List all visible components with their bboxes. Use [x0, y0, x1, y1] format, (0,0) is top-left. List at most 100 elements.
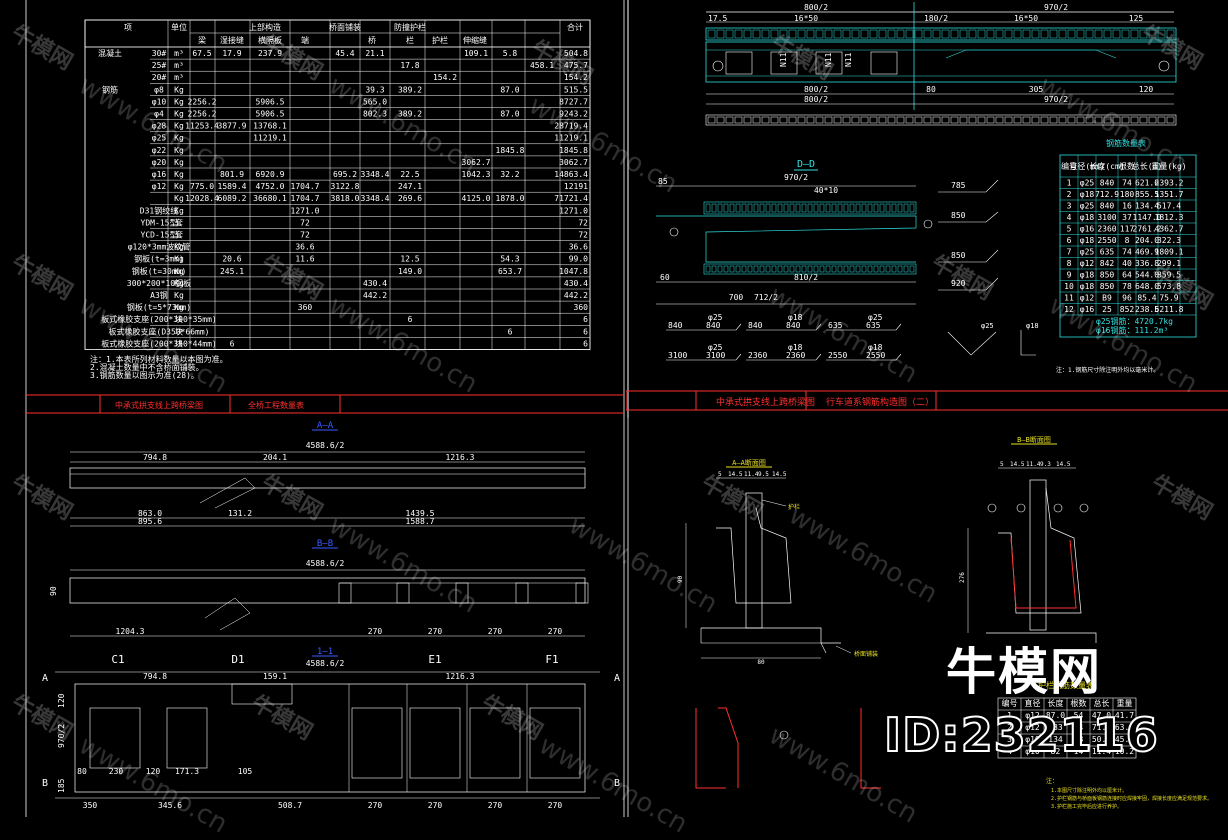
qt-cell: 36680.1 [253, 194, 287, 203]
br-left-title: A—A断面图 [732, 458, 766, 467]
rebar-dia: φ25 [868, 313, 883, 322]
rebar-mark [849, 203, 855, 213]
rebar-table-cell: φ12 [1080, 259, 1095, 268]
cc-top-3: F1 [545, 653, 558, 666]
rebar-mark [1022, 29, 1031, 39]
qt-row-unit: Kg [174, 110, 184, 119]
rebar-len: 840 [748, 321, 763, 330]
rebar-mark [1130, 116, 1139, 124]
rebar-mark [959, 116, 968, 124]
side-rebar-2: 850 [951, 251, 966, 260]
dim-bottom-3: 305 [1029, 85, 1044, 94]
br-table-cell: φ12 [1025, 711, 1040, 720]
qt-row-unit: Kg [174, 206, 184, 215]
cc-side-dim-2: 185 [57, 778, 66, 793]
rebar-table-title: 钢筋数量表 [1106, 138, 1146, 148]
rebar-mark [891, 203, 897, 213]
qt-header-sub: 梁 [198, 36, 206, 45]
rebar-mark [1058, 29, 1067, 39]
rebar-detail-drawing: 800/2 970/2 17.5 16*50 180/2 16*50 125 N… [626, 0, 1228, 418]
rebar-mark [950, 116, 959, 124]
qt-cell: 475.7 [564, 61, 588, 70]
cc-mid-0: 230 [109, 767, 124, 776]
aa-bottom-4: 1588.7 [406, 517, 435, 526]
qt-row-unit: m³ [174, 49, 184, 58]
cc-mid-1: 120 [146, 767, 161, 776]
qt-cell: 71721.4 [554, 194, 588, 203]
cc-top-1: D1 [231, 653, 244, 666]
br-table-cell: 41.7 [1115, 711, 1134, 720]
rebar-mark [950, 29, 959, 39]
br-table-header: 编号 [1002, 698, 1018, 708]
qt-cell: 5.8 [503, 49, 518, 58]
rebar-table-cell: 134.4 [1135, 202, 1159, 211]
qt-row-group: 混凝土 [98, 48, 122, 58]
rebar-mark [807, 203, 813, 213]
qt-row-unit: Kg [174, 134, 184, 143]
qt-cell: 3818.0 [331, 194, 360, 203]
aa-dim: 4588.6/2 [306, 441, 345, 450]
rebar-mark [801, 203, 807, 213]
br-table-cell: 71.8 [1092, 723, 1111, 732]
br-left-dim-0: 5 [718, 471, 722, 478]
rebar-table-cell: 1812.3 [1155, 213, 1184, 222]
side-rebar-0: 785 [951, 181, 966, 190]
rebar-table-cell: 117 [1120, 225, 1135, 234]
rebar-table-cell: 1809.1 [1155, 248, 1184, 257]
rebar-mark [867, 203, 873, 213]
qt-cell: 6089.2 [218, 194, 247, 203]
rebar-mark [779, 116, 788, 124]
rebar-table-cell: 8 [1067, 259, 1072, 268]
rebar-mark [1076, 29, 1085, 39]
br-table-header: 根数 [1071, 698, 1087, 708]
rebar-table-cell: B9 [1102, 294, 1112, 303]
cc-cell [469, 707, 521, 779]
label-n-0: N11 [779, 52, 788, 67]
dd-dim-1: 970/2 [784, 173, 808, 182]
side-small-0: φ25 [981, 322, 994, 330]
br-table-title: 护栏钢筋数量表 [1038, 680, 1094, 690]
rebar-shape [746, 323, 822, 331]
rebar-table-cell: 4362.7 [1155, 225, 1184, 234]
rebar-mark [831, 203, 837, 213]
rebar-table-cell: 4 [1067, 213, 1072, 222]
qt-cell: 247.1 [398, 182, 422, 191]
rebar-table-cell: 648.0 [1135, 282, 1159, 291]
br-table-header: 重量 [1117, 698, 1133, 708]
qt-cell: 1271.0 [559, 206, 588, 215]
rebar-mark [878, 29, 887, 39]
right-project-title: 中承式拱支线上跨桥梁图 [716, 396, 815, 408]
br-right-dim-0: 5 [1000, 461, 1004, 468]
rebar-mark [761, 116, 770, 124]
qt-row-unit: Kg [174, 182, 184, 191]
qt-row-group: 钢筋 [102, 84, 118, 94]
rebar-mark [887, 29, 896, 39]
qt-row-unit: Kg [174, 267, 184, 276]
rebar-mark [771, 265, 777, 273]
rebar-mark [741, 265, 747, 273]
qt-cell: 12028.4 [185, 194, 219, 203]
rebar-mark [977, 116, 986, 124]
rebar-mark [711, 265, 717, 273]
br-right-dim-3: 9.3 [1040, 461, 1051, 468]
qt-cell: 87.0 [500, 85, 519, 94]
qt-row-item: 300*200*10钢板 [127, 278, 191, 288]
qt-cell: 442.2 [564, 291, 588, 300]
qt-row-unit: Kg [174, 194, 184, 203]
rebar-table-cell: 842 [1100, 259, 1115, 268]
br-table-cell: 10.2 [1115, 747, 1134, 756]
rebar-table-cell: φ18 [1080, 190, 1095, 199]
rebar-mark [909, 265, 915, 273]
rebar-mark [752, 116, 761, 124]
rebar-mark [725, 29, 734, 39]
rebar-mark [801, 265, 807, 273]
dim-bottom-2: 80 [926, 85, 936, 94]
qt-cell: 72 [300, 231, 310, 240]
rebar-mark [743, 116, 752, 124]
dim-bottom-left: 800/2 [804, 95, 828, 104]
qt-cell: 4752.0 [256, 182, 285, 191]
rebar-mark [909, 203, 915, 213]
qt-cell: 8727.7 [559, 97, 588, 106]
qt-note: 3.钢筋数量以图示为准(28)。 [90, 370, 199, 380]
